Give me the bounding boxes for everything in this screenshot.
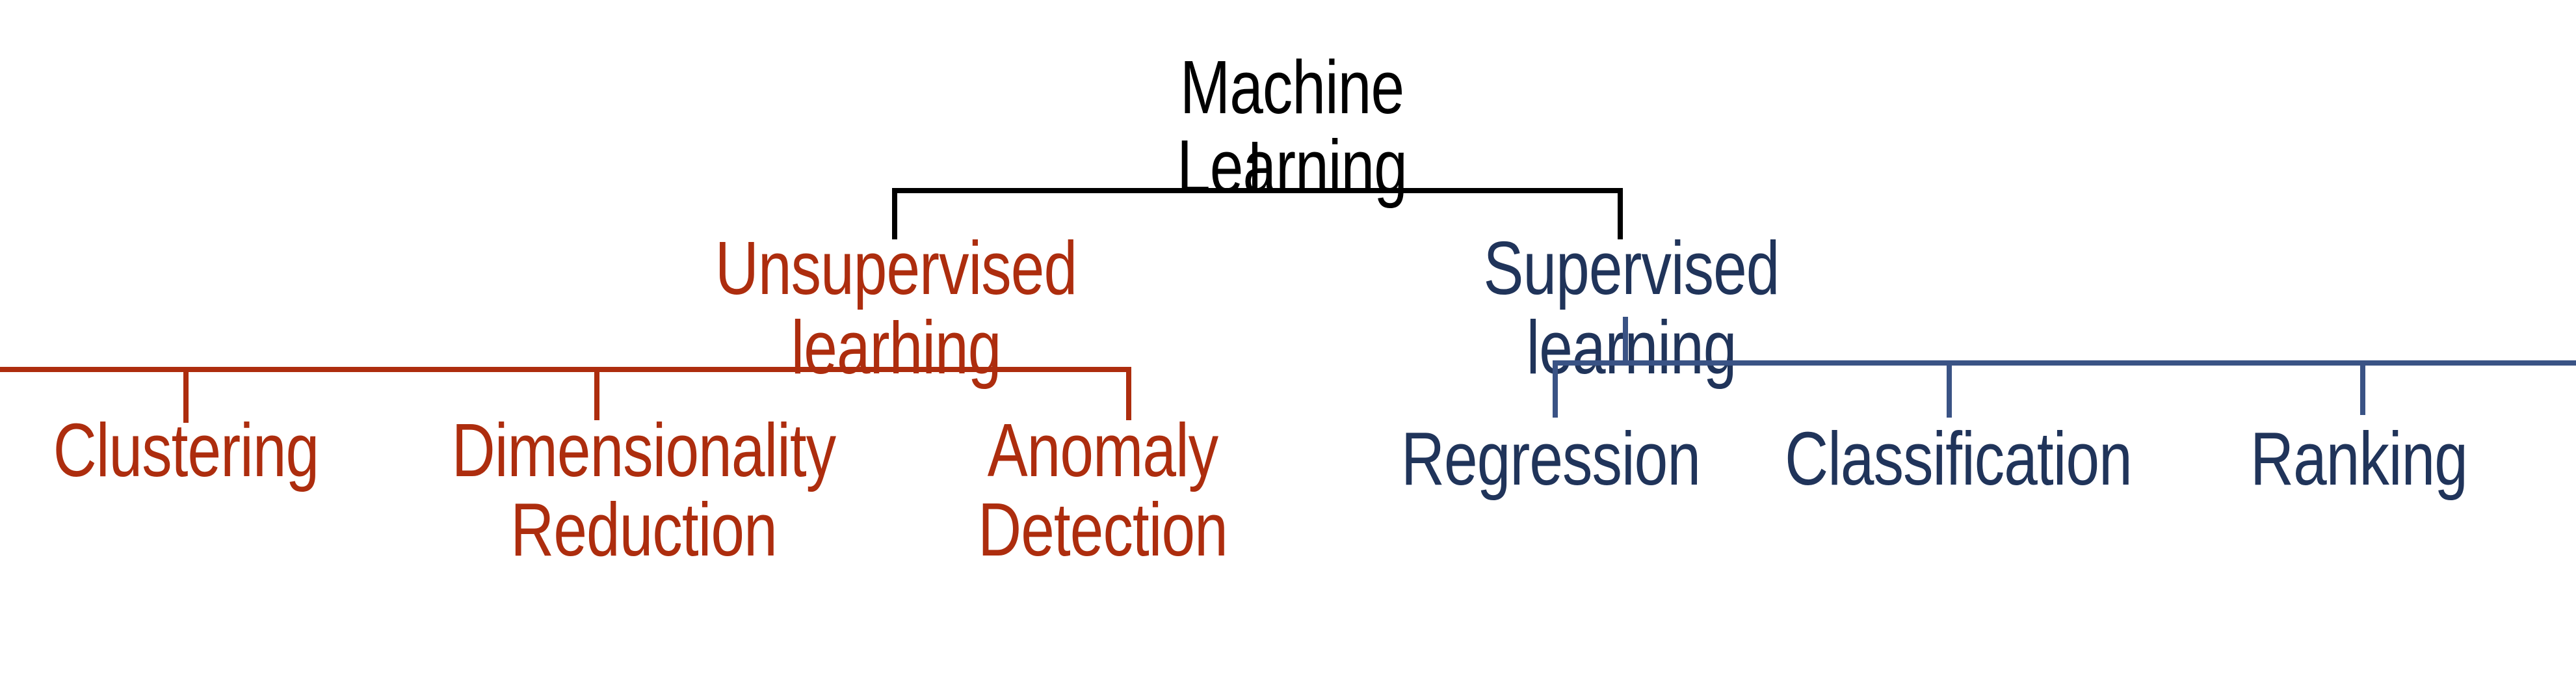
node-supervised-learning: Supervised learning [1483, 226, 1780, 390]
black-drop-unsupervised [892, 188, 897, 239]
drop-regression [1553, 360, 1558, 418]
drop-classification [1947, 360, 1952, 418]
unsupervised-branch-bar [0, 367, 1131, 372]
black-branch-bar [892, 188, 1623, 193]
drop-dimensionality-reduction [594, 367, 599, 420]
node-machine-learning: Machine Learning [1177, 45, 1408, 209]
node-clustering: Clustering [53, 408, 319, 492]
node-ranking: Ranking [2250, 416, 2468, 501]
machine-learning-stem [1252, 142, 1257, 193]
supervised-branch-bar [1553, 360, 2576, 366]
node-anomaly-detection: Anomaly Detection [978, 408, 1228, 572]
node-classification: Classification [1785, 416, 2133, 501]
node-dimensionality-reduction: Dimensionality Reduction [451, 408, 836, 572]
black-drop-supervised [1618, 188, 1623, 239]
node-regression: Regression [1400, 416, 1701, 501]
drop-anomaly-detection [1126, 367, 1131, 420]
drop-ranking [2360, 360, 2365, 415]
unsupervised-stem [893, 320, 899, 372]
supervised-stem [1623, 317, 1628, 366]
drop-clustering [183, 367, 189, 423]
